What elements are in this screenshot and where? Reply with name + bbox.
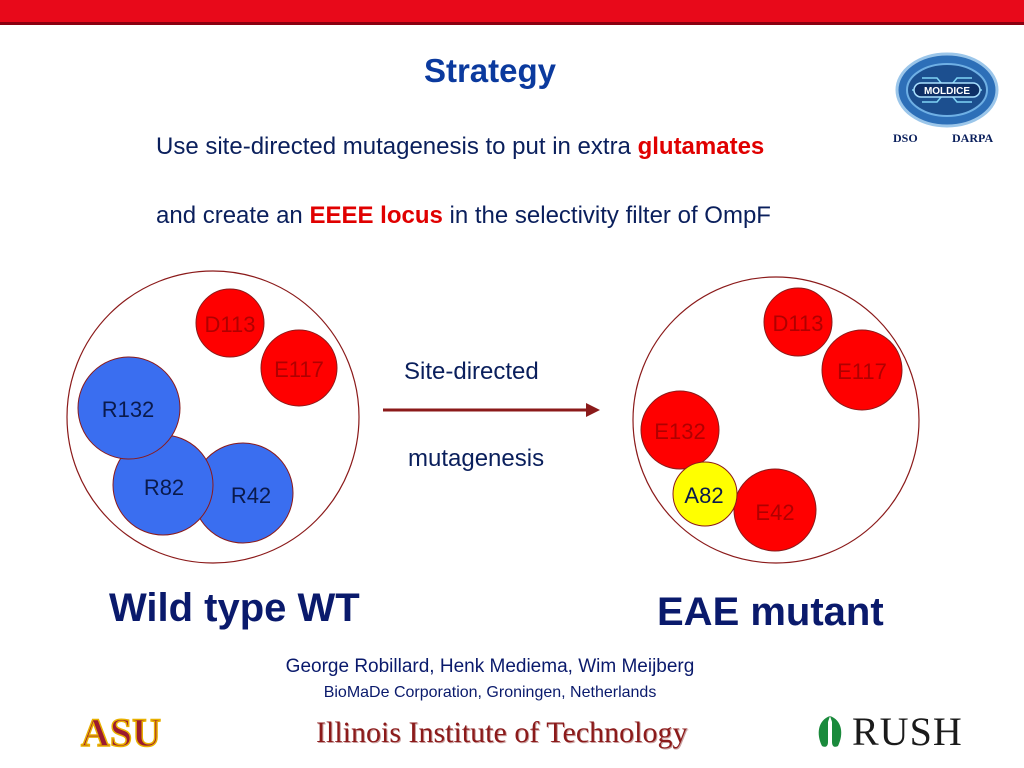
residue-label: E117 [837,359,887,384]
residue-a82-mutant: A82 [672,461,738,527]
residue-label: D113 [205,312,256,337]
rush-logo-text: RUSH [852,709,963,754]
residue-label: E42 [755,500,794,525]
residue-label: R132 [102,397,155,422]
arrow-label-top: Site-directed [404,358,539,385]
glutamates-highlight: glutamates [637,133,765,160]
line2-text-post: in the selectivity filter of OmpF [442,202,771,229]
line1-text: Use site-directed mutagenesis to put in … [156,133,638,160]
eeee-locus-highlight: EEEE locus [309,202,443,229]
moldice-logo: MOLDICE [895,52,999,128]
slide-title: Strategy [423,52,557,89]
credit-names: George Robillard, Henk Mediema, Wim Meij… [285,656,695,677]
residue-label: R82 [144,475,184,500]
residue-label: A82 [684,483,723,508]
ompf-mutation-diagram: D113 E117 R42 R82 R132 D113 [66,270,920,564]
mutagenesis-arrow [383,403,600,417]
residue-e117-mutant: E117 [821,329,903,411]
residue-r132-wt: R132 [77,356,181,460]
eae-mutant-filter: D113 E117 E132 E42 A82 [632,276,920,564]
top-bar-rule [0,22,1024,25]
wild-type-label: Wild type WT [109,586,360,630]
residue-r82-wt: R82 [112,434,214,536]
wild-type-filter: D113 E117 R42 R82 R132 [66,270,360,564]
strategy-line-1: Use site-directed mutagenesis to put in … [156,133,764,161]
residue-label: E117 [274,357,324,382]
residue-label: E132 [654,419,705,444]
top-bar [0,0,1024,22]
strategy-line-2: and create an EEEE locus in the selectiv… [156,202,771,230]
residue-e42-mutant: E42 [733,468,817,552]
residue-e117-wt: E117 [260,329,338,407]
dso-label: DSO [893,131,918,145]
darpa-label: DARPA [952,131,994,145]
residue-d113-mutant: D113 [763,287,833,357]
credit-organization: BioMaDe Corporation, Groningen, Netherla… [323,684,657,701]
asu-logo: ASU [78,708,164,754]
line2-text-pre: and create an [156,202,310,229]
moldice-logo-text: MOLDICE [924,86,970,97]
asu-logo-text: ASU [81,710,161,754]
eae-mutant-label: EAE mutant [657,590,884,634]
arrow-label-bottom: mutagenesis [408,445,545,472]
wild-type-pore-outline [66,270,360,564]
mutant-pore-outline [632,276,920,564]
residue-e132-mutant: E132 [640,390,720,470]
iit-logo: Illinois Institute of Technology [316,716,688,749]
rush-leaf-icon [818,716,842,750]
residue-label: D113 [773,311,824,336]
residue-d113-wt: D113 [195,288,265,358]
residue-label: R42 [231,483,271,508]
